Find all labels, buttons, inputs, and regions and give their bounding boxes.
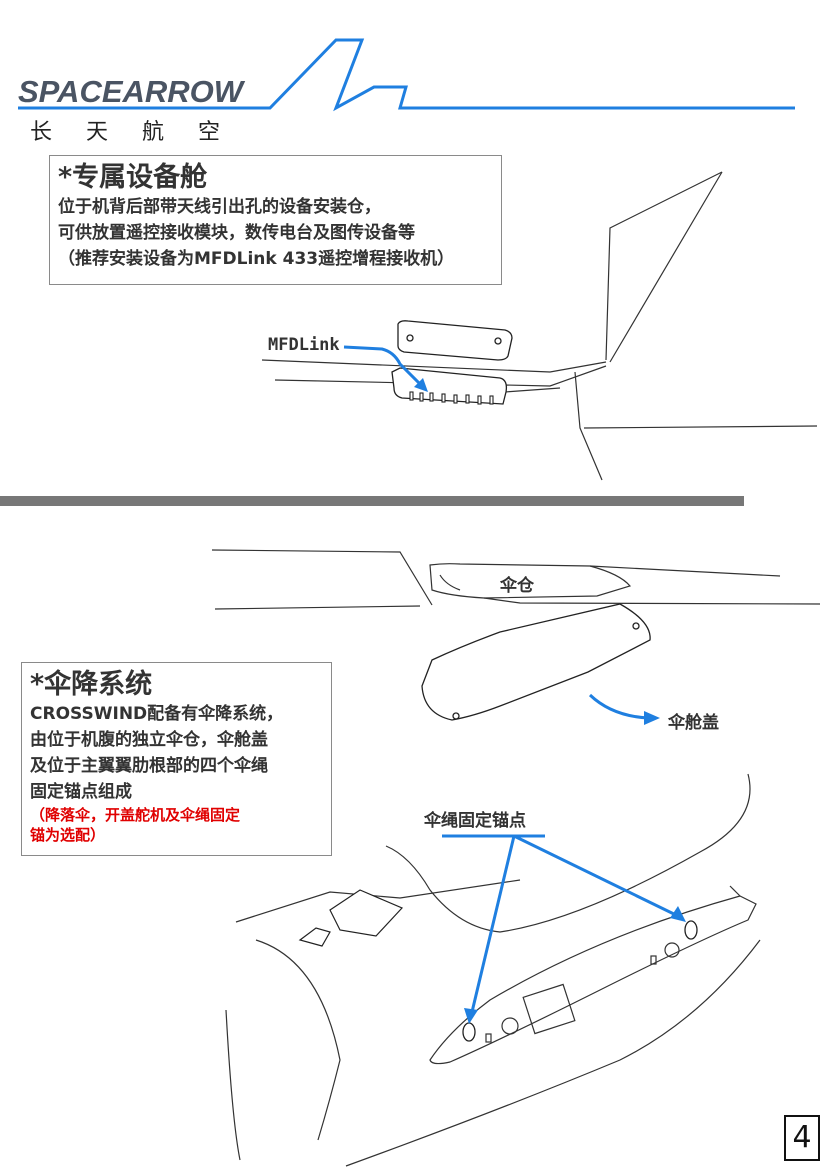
section-text-line: 可供放置遥控接收模块，数传电台及图传设备等: [58, 223, 415, 243]
section-text-line: CROSSWIND配备有伞降系统，: [30, 704, 284, 724]
tail-fuselage-drawing: [261, 171, 818, 481]
chute-cover: [421, 603, 651, 721]
section-text-line: （推荐安装设备为MFDLink 433遥控增程接收机）: [58, 249, 455, 269]
servo-hatch: [298, 889, 404, 947]
chute-cover-label: 伞舱盖: [668, 713, 719, 733]
brand-cn-char: 天: [86, 120, 109, 145]
brand-cn-char: 空: [198, 120, 221, 145]
equipment-bay-info-box: *专属设备舱 位于机背后部带天线引出孔的设备安装仓， 可供放置遥控接收模块，数传…: [49, 155, 502, 285]
section-title: *伞降系统: [30, 669, 153, 700]
section-divider: [0, 496, 744, 506]
optional-note-line: 锚为选配）: [30, 826, 106, 844]
brand-cn-name: 长天航空: [30, 114, 254, 146]
section-title: *专属设备舱: [58, 162, 208, 193]
wing-root-drawing: [225, 773, 761, 1167]
logo-swoosh: [18, 38, 795, 112]
anchor-point-left: [462, 1022, 476, 1042]
brand-cn-char: 长: [30, 120, 53, 145]
anchor-point-right: [684, 920, 698, 940]
parachute-system-info-box: *伞降系统 CROSSWIND配备有伞降系统， 由位于机腹的独立伞仓，伞舱盖 及…: [21, 662, 332, 856]
section-text-line: 固定锚点组成: [30, 782, 132, 802]
anchor-arrows: [442, 834, 686, 1024]
chute-cover-arrow: [588, 693, 660, 725]
chute-bay-drawing: [211, 549, 821, 610]
anchor-points-label: 伞绳固定锚点: [424, 811, 526, 831]
section-text-line: 由位于机腹的独立伞仓，伞舱盖: [30, 730, 268, 750]
equipment-bay-opening: [391, 367, 508, 405]
brand-cn-char: 航: [142, 120, 165, 145]
mfdlink-callout-label: MFDLink: [268, 335, 340, 355]
chute-bay-label: 伞仓: [500, 576, 534, 596]
equipment-bay-lid: [397, 320, 513, 361]
brand-logo-text: SPACEARROW: [18, 74, 244, 109]
page-number: 4: [784, 1115, 820, 1161]
section-text-line: 及位于主翼翼肋根部的四个伞绳: [30, 756, 268, 776]
optional-note-line: （降落伞，开盖舵机及伞绳固定: [30, 806, 241, 824]
mfdlink-arrow: [343, 345, 428, 392]
section-text-line: 位于机背后部带天线引出孔的设备安装仓，: [58, 197, 381, 217]
